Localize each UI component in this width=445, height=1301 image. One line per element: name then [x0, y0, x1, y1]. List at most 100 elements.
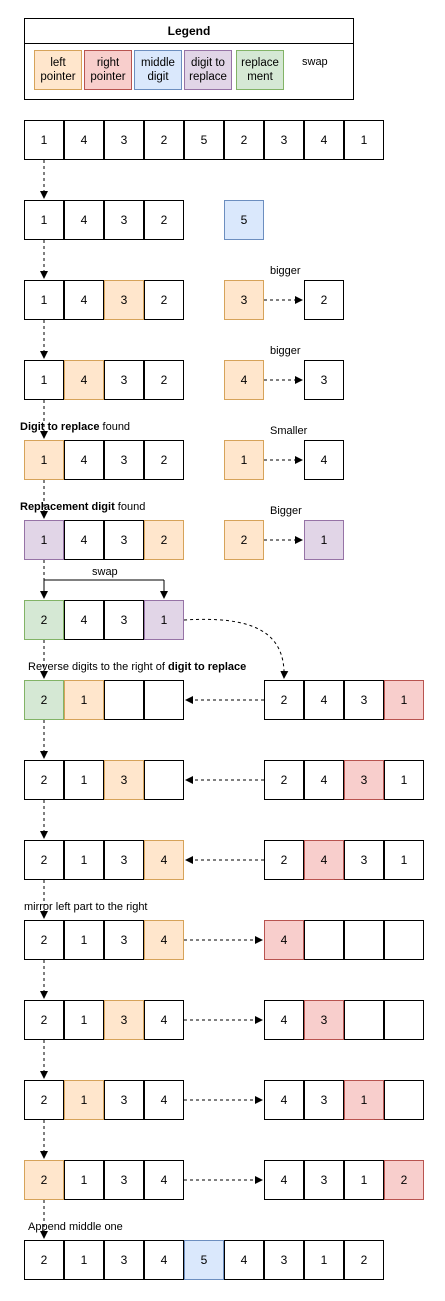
- compare-label-text: Smaller: [270, 425, 308, 437]
- digit-cell: 4: [144, 1080, 184, 1120]
- digit-cell: 4: [224, 1240, 264, 1280]
- digit-cell: 2: [24, 680, 64, 720]
- digit-cell: 1: [64, 1160, 104, 1200]
- digit-cell: [144, 760, 184, 800]
- digit-cell: 2: [144, 440, 184, 480]
- right-cell: 1: [384, 840, 424, 880]
- digit-cell: 3: [104, 1240, 144, 1280]
- legend-left-pointer: left pointer: [34, 50, 82, 90]
- right-cell: 4: [264, 920, 304, 960]
- digit-cell: [104, 680, 144, 720]
- digit-cell: 1: [64, 680, 104, 720]
- digit-cell: 3: [104, 760, 144, 800]
- digit-cell: 3: [104, 1080, 144, 1120]
- digit-cell: 3: [104, 280, 144, 320]
- digit-cell: 3: [104, 360, 144, 400]
- right-cell: [384, 920, 424, 960]
- step-caption-bold: Digit to replace: [20, 421, 100, 433]
- digit-cell: 2: [144, 280, 184, 320]
- right-cell: [304, 920, 344, 960]
- digit-cell: 1: [24, 120, 64, 160]
- right-cell: 3: [344, 760, 384, 800]
- right-cell: 3: [304, 1160, 344, 1200]
- middle-cell: 1: [224, 440, 264, 480]
- step-caption-text: Append middle one: [28, 1221, 123, 1233]
- digit-cell: 1: [144, 600, 184, 640]
- swap-label-text: swap: [92, 566, 118, 578]
- digit-cell: 3: [104, 600, 144, 640]
- right-cell: [344, 1000, 384, 1040]
- right-cell: 3: [304, 1000, 344, 1040]
- step-caption: Digit to replace found: [20, 421, 130, 434]
- digit-cell: 1: [344, 120, 384, 160]
- legend-right-pointer: right pointer: [84, 50, 132, 90]
- digit-cell: 4: [64, 600, 104, 640]
- middle-cell: 5: [224, 200, 264, 240]
- right-cell: [384, 1080, 424, 1120]
- right-cell: 1: [344, 1160, 384, 1200]
- digit-cell: 2: [224, 120, 264, 160]
- compare-label-text: bigger: [270, 265, 301, 277]
- digit-cell: 2: [24, 1080, 64, 1120]
- digit-cell: 3: [104, 440, 144, 480]
- right-cell: [344, 920, 384, 960]
- legend-swap-label: swap: [302, 56, 328, 68]
- digit-cell: 1: [64, 1240, 104, 1280]
- right-cell: 2: [384, 1160, 424, 1200]
- step-caption-text: mirror left part to the right: [24, 901, 148, 913]
- compare-label: Bigger: [270, 505, 302, 518]
- step-caption-text: Reverse digits to the right of: [28, 661, 169, 673]
- right-cell: 3: [344, 840, 384, 880]
- right-cell: 4: [264, 1000, 304, 1040]
- legend-digit-to-replace: digit to replace: [184, 50, 232, 90]
- digit-cell: 1: [64, 840, 104, 880]
- digit-cell: 4: [64, 120, 104, 160]
- digit-cell: 1: [64, 1080, 104, 1120]
- digit-cell: 2: [24, 840, 64, 880]
- compare-label-text: bigger: [270, 345, 301, 357]
- digit-cell: 1: [24, 200, 64, 240]
- legend-replacement: replace ment: [236, 50, 284, 90]
- digit-cell: 4: [64, 520, 104, 560]
- compare-label-text: Bigger: [270, 505, 302, 517]
- digit-cell: 4: [144, 1000, 184, 1040]
- digit-cell: 4: [64, 200, 104, 240]
- middle-cell: 4: [224, 360, 264, 400]
- digit-cell: 4: [144, 1160, 184, 1200]
- compare-cell: 3: [304, 360, 344, 400]
- digit-cell: 2: [24, 1240, 64, 1280]
- right-cell: 4: [304, 760, 344, 800]
- step-caption-bold: digit to replace: [168, 661, 247, 673]
- compare-cell: 2: [304, 280, 344, 320]
- digit-cell: 2: [24, 1000, 64, 1040]
- swap-label: swap: [92, 566, 118, 579]
- legend-title: Legend: [24, 18, 354, 44]
- digit-cell: 2: [24, 600, 64, 640]
- middle-cell: 3: [224, 280, 264, 320]
- right-cell: 2: [264, 760, 304, 800]
- digit-cell: 2: [24, 920, 64, 960]
- digit-cell: 3: [104, 200, 144, 240]
- digit-cell: 1: [64, 760, 104, 800]
- right-cell: 2: [264, 840, 304, 880]
- digit-cell: 3: [104, 1000, 144, 1040]
- step-caption: mirror left part to the right: [24, 901, 148, 914]
- digit-cell: 1: [24, 360, 64, 400]
- digit-cell: 1: [64, 1000, 104, 1040]
- digit-cell: 4: [144, 840, 184, 880]
- right-cell: 2: [264, 680, 304, 720]
- legend-middle-digit: middle digit: [134, 50, 182, 90]
- step-caption: Replacement digit found: [20, 501, 145, 514]
- digit-cell: 5: [184, 1240, 224, 1280]
- digit-cell: 2: [144, 360, 184, 400]
- compare-cell: 1: [304, 520, 344, 560]
- digit-cell: 2: [144, 120, 184, 160]
- digit-cell: 3: [104, 1160, 144, 1200]
- step-caption-text: found: [114, 501, 146, 513]
- digit-cell: 3: [104, 920, 144, 960]
- digit-cell: 2: [24, 1160, 64, 1200]
- digit-cell: 3: [104, 520, 144, 560]
- digit-cell: 3: [104, 840, 144, 880]
